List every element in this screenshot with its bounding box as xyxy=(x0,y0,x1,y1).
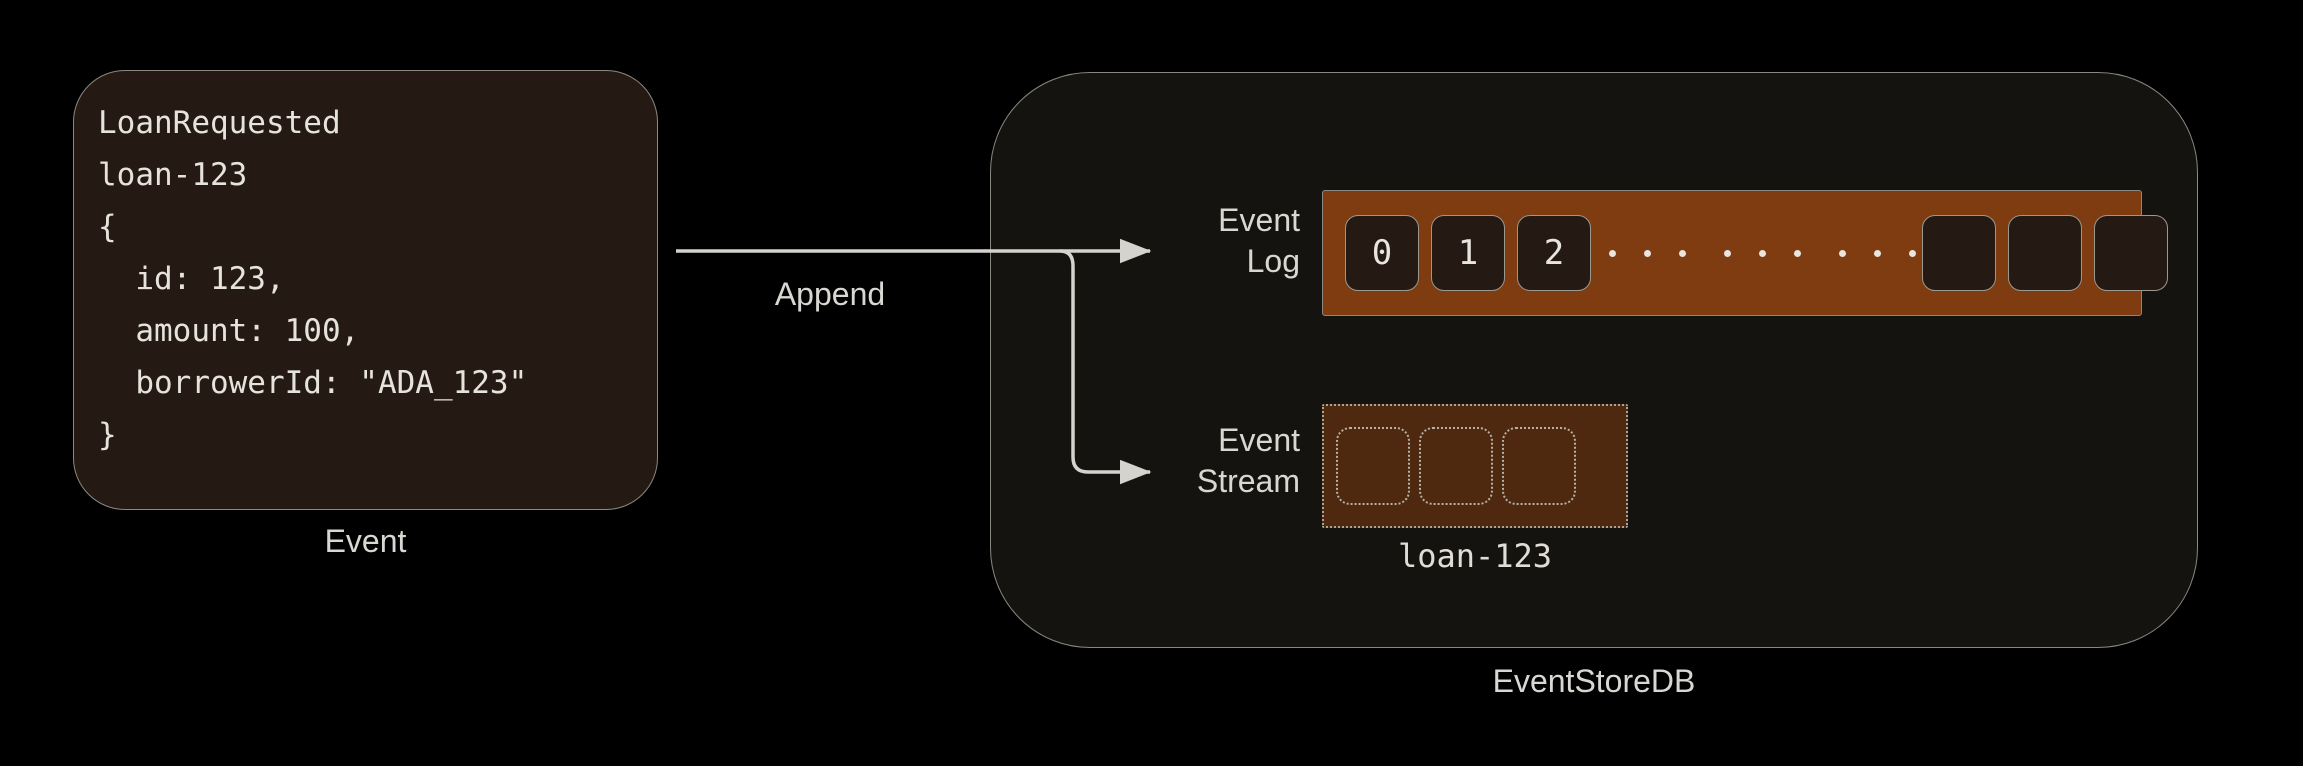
event-log-cell-empty xyxy=(2094,215,2168,291)
event-log-cell-empty xyxy=(1922,215,1996,291)
eventstoredb-caption: EventStoreDB xyxy=(1492,663,1696,699)
event-stream-box xyxy=(1322,404,1628,528)
eventstoredb-container xyxy=(990,72,2198,648)
ellipsis-dot xyxy=(1874,249,1881,257)
ellipsis-dot xyxy=(1644,249,1651,257)
event-stream-cell-empty xyxy=(1419,427,1493,505)
event-log-bar: 0 1 2 xyxy=(1322,190,2168,316)
ellipsis-dot xyxy=(1909,249,1916,257)
event-card-caption: Event xyxy=(324,523,407,559)
event-stream-cell-empty xyxy=(1502,427,1576,505)
ellipsis-dot xyxy=(1759,249,1766,257)
ellipsis-dot-group xyxy=(1609,249,1686,257)
ellipsis-dot xyxy=(1794,249,1801,257)
event-log-ellipsis xyxy=(1603,249,1922,257)
ellipsis-dot-group xyxy=(1839,249,1916,257)
event-log-cell: 2 xyxy=(1517,215,1591,291)
ellipsis-dot xyxy=(1609,249,1616,257)
event-log-cell: 1 xyxy=(1431,215,1505,291)
event-payload-code: LoanRequested loan-123 { id: 123, amount… xyxy=(98,105,528,453)
append-label: Append xyxy=(774,276,886,312)
event-log-label: Event Log xyxy=(1218,202,1300,279)
event-log-cell: 0 xyxy=(1345,215,1419,291)
event-log-cell-empty xyxy=(2008,215,2082,291)
event-stream-caption: loan-123 xyxy=(1397,537,1553,575)
ellipsis-dot xyxy=(1839,249,1846,257)
ellipsis-dot xyxy=(1724,249,1731,257)
event-card: LoanRequested loan-123 { id: 123, amount… xyxy=(73,70,658,510)
event-stream-label: Event Stream xyxy=(1196,422,1300,499)
ellipsis-dot xyxy=(1679,249,1686,257)
ellipsis-dot-group xyxy=(1724,249,1801,257)
event-stream-cell-empty xyxy=(1336,427,1410,505)
